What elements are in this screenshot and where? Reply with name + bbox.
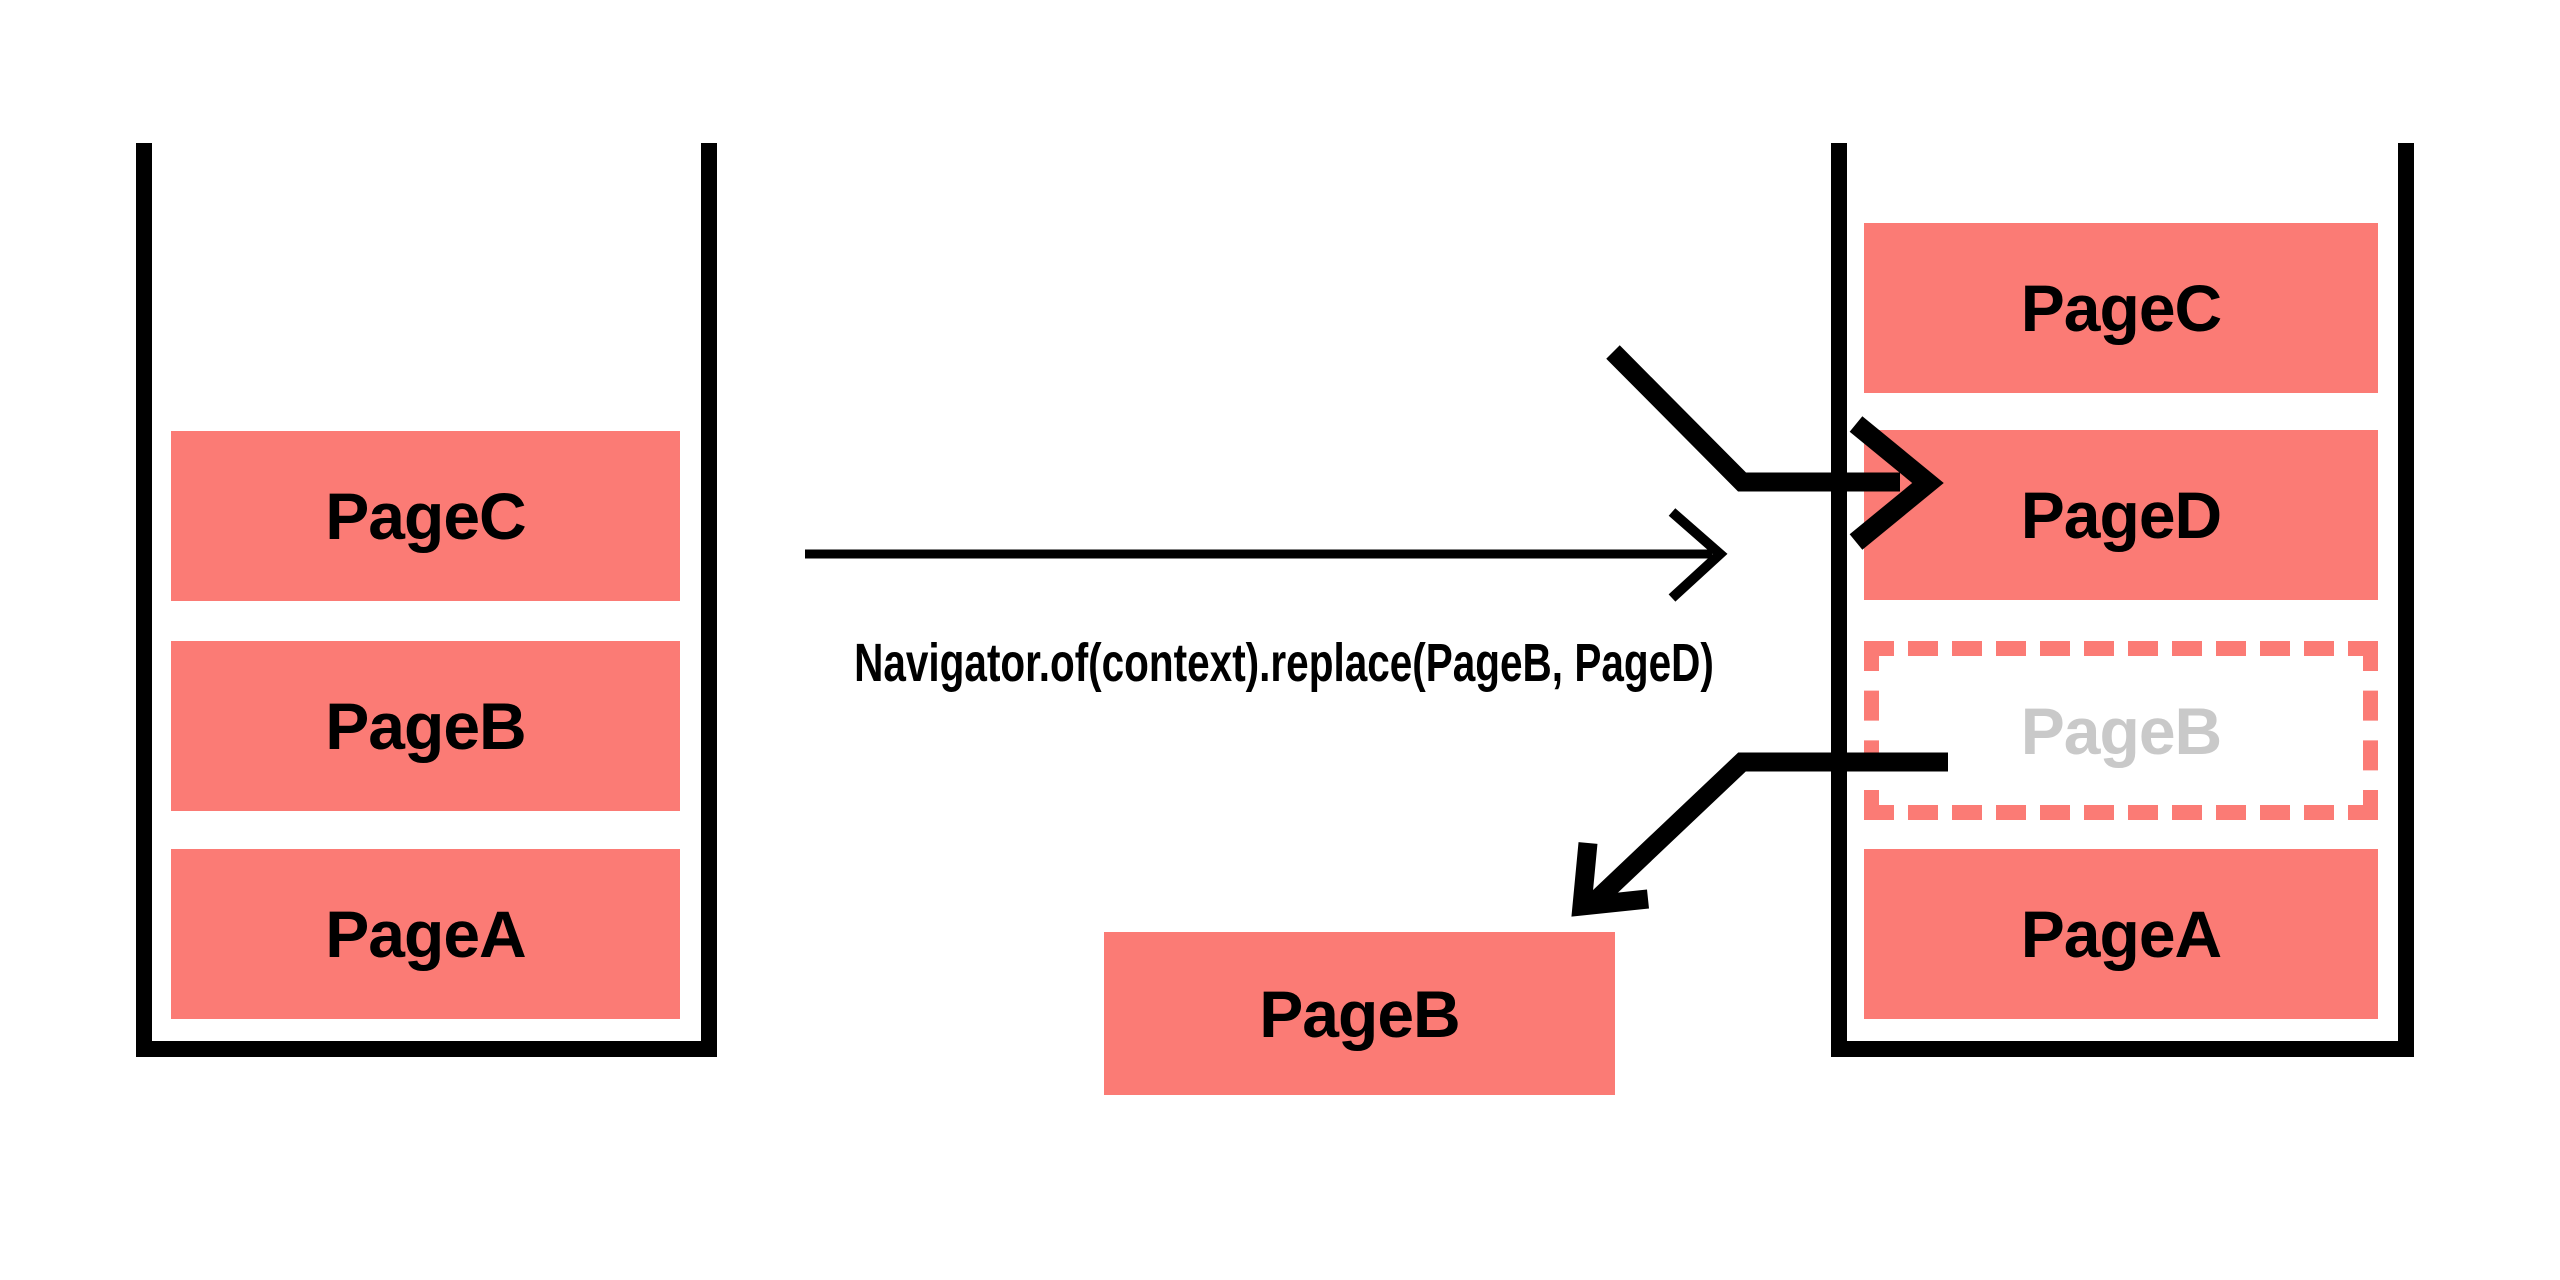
popped-page-b: PageB	[1104, 932, 1615, 1095]
before-page-a: PageA	[171, 849, 680, 1019]
after-page-c: PageC	[1864, 223, 2378, 393]
before-page-b: PageB	[171, 641, 680, 811]
after-page-b-ghost: PageB	[1864, 641, 2378, 820]
thin-right-arrow-icon	[805, 508, 1728, 602]
before-page-a-label: PageA	[325, 897, 526, 971]
replace-call-caption: Navigator.of(context).replace(PageB, Pag…	[854, 633, 1714, 693]
before-page-b-label: PageB	[325, 689, 526, 763]
after-page-a-label: PageA	[2020, 897, 2222, 971]
after-page-c-label: PageC	[2020, 271, 2222, 345]
before-page-c-label: PageC	[325, 479, 526, 553]
stack-before-container	[136, 143, 717, 1057]
before-page-c: PageC	[171, 431, 680, 601]
after-page-b-ghost-label: PageB	[2020, 693, 2222, 768]
after-page-d: PageD	[1864, 430, 2378, 600]
after-page-d-label: PageD	[2020, 478, 2222, 552]
popped-page-b-label: PageB	[1259, 976, 1460, 1051]
after-page-a: PageA	[1864, 849, 2378, 1019]
